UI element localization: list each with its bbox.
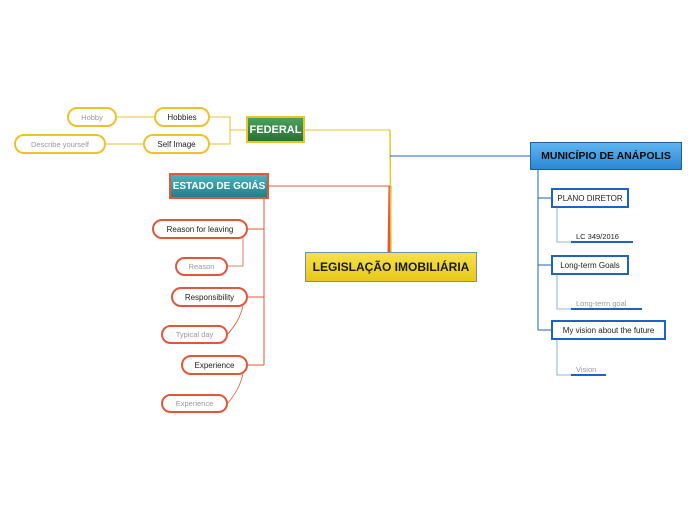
- subtopic-long-term-goals[interactable]: Long-term Goals: [551, 255, 629, 275]
- topic-municipio-de-anapolis[interactable]: MUNICÍPIO DE ANÁPOLIS: [530, 142, 682, 170]
- leaf-vision[interactable]: Vision: [571, 362, 606, 376]
- leaf-reason[interactable]: Reason: [175, 257, 228, 276]
- subtopic-plano-diretor[interactable]: PLANO DIRETOR: [551, 188, 629, 208]
- connector-experience-leaf: [227, 373, 244, 404]
- subtopic-reason-for-leaving[interactable]: Reason for leaving: [152, 219, 248, 239]
- central-topic[interactable]: LEGISLAÇÃO IMOBILIÁRIA: [305, 252, 477, 282]
- connector-responsibility-leaf: [227, 305, 244, 335]
- subtopic-experience[interactable]: Experience: [181, 355, 248, 375]
- leaf-experience[interactable]: Experience: [161, 394, 228, 413]
- subtopic-hobbies[interactable]: Hobbies: [154, 107, 210, 127]
- connector-federal-selfimage: [210, 130, 231, 145]
- connector-goals-leaf: [556, 274, 571, 310]
- connector-federal-hobbies: [210, 116, 246, 131]
- leaf-typical-day[interactable]: Typical day: [161, 325, 228, 344]
- topic-estado-de-goias[interactable]: ESTADO DE GOIÁS: [169, 173, 269, 199]
- leaf-long-term-goal[interactable]: Long-term goal: [571, 296, 642, 310]
- connector-plano-leaf: [556, 208, 571, 243]
- subtopic-responsibility[interactable]: Responsibility: [171, 287, 248, 307]
- subtopic-self-image[interactable]: Self Image: [143, 134, 210, 154]
- leaf-lc-349-2016[interactable]: LC 349/2016: [571, 229, 633, 243]
- connector-vision-leaf: [556, 340, 571, 376]
- central-trunk-yellow: [389, 129, 392, 253]
- connector-reason-leaf: [228, 238, 244, 267]
- leaf-describe-yourself[interactable]: Describe yourself: [14, 134, 106, 154]
- topic-federal[interactable]: FEDERAL: [246, 116, 305, 143]
- subtopic-my-vision[interactable]: My vision about the future: [551, 320, 666, 340]
- leaf-hobby[interactable]: Hobby: [67, 107, 117, 127]
